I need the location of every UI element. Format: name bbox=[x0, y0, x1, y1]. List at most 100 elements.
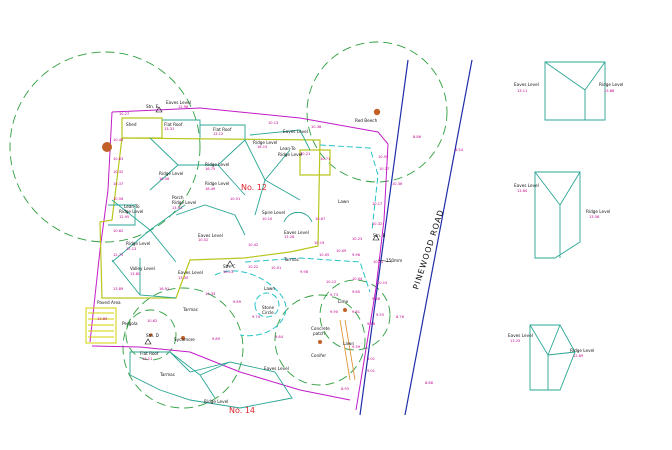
roof-porch bbox=[175, 204, 246, 236]
level-68: 8.93 bbox=[341, 387, 349, 391]
label-right-eaves-1: Eaves Level bbox=[514, 82, 539, 87]
label-tarmac-2: Tarmac bbox=[182, 307, 199, 312]
station-e-marker bbox=[155, 106, 163, 113]
level-40: 13.80 bbox=[130, 272, 141, 276]
level-16: 10.55 bbox=[378, 155, 388, 159]
lean-to-footprint bbox=[299, 149, 331, 176]
label-right-ridge-2: Ridge Level bbox=[586, 209, 610, 214]
label-tarmac-3: Tarmac bbox=[159, 372, 176, 377]
boundary-south bbox=[91, 345, 351, 401]
level-15: 10.71 bbox=[320, 157, 330, 161]
label-right-ridge-3: Ridge Level bbox=[570, 348, 594, 353]
level-72: 8.88 bbox=[425, 381, 434, 385]
level-26: 10.67 bbox=[315, 217, 325, 221]
level-61: 9.55 bbox=[376, 313, 384, 317]
roof-lean-to-east bbox=[249, 129, 311, 151]
level-64: 9.84 bbox=[275, 335, 284, 339]
label-porch-b: Ridge Level bbox=[172, 200, 196, 205]
stone-circle bbox=[254, 292, 280, 318]
level-33: 13.28 bbox=[284, 235, 295, 239]
level-45: 10.33 bbox=[205, 292, 215, 296]
level-38: 12.75 bbox=[113, 253, 123, 257]
roof-hip-main-b bbox=[149, 164, 246, 196]
tree-canopy-large-west bbox=[9, 51, 201, 243]
level-23: 18.49 bbox=[205, 187, 216, 191]
label-eaves-4: Eaves Level bbox=[198, 233, 223, 238]
level-47: 10.01 bbox=[271, 266, 281, 270]
level-52: 13.69 bbox=[97, 317, 108, 321]
label-right-ridge-1: Ridge Level bbox=[599, 82, 623, 87]
level-76: 13.56 bbox=[589, 215, 600, 219]
label-pergola: Pergola bbox=[122, 321, 138, 326]
label-stone-circle-b: Circle bbox=[262, 310, 274, 315]
level-14: 10.21 bbox=[300, 152, 310, 156]
level-67: 9.01 bbox=[367, 369, 375, 373]
level-49: 10.12 bbox=[326, 280, 336, 284]
roof-lean-to-west bbox=[108, 204, 136, 226]
label-ridge-2: Ridge Level bbox=[205, 162, 229, 167]
label-lawn-3: Lawn bbox=[343, 341, 354, 346]
tree-canopy-red-beech bbox=[306, 41, 448, 183]
label-eaves-3: Eaves Level bbox=[284, 230, 309, 235]
station-b-marker bbox=[144, 338, 152, 345]
label-eaves-1: Eaves Level bbox=[166, 100, 191, 105]
boundary-east bbox=[355, 143, 389, 411]
tarmac-curve bbox=[214, 270, 287, 337]
level-79: 13.11 bbox=[142, 357, 152, 361]
paved-area bbox=[85, 307, 117, 344]
label-right-eaves-2: Eaves Level bbox=[514, 183, 539, 188]
level-2: 13.31 bbox=[164, 127, 174, 131]
label-ridge-5: Ridge Level bbox=[126, 241, 150, 246]
level-39: 15.13 bbox=[126, 247, 136, 251]
level-18: 10.62 bbox=[113, 229, 123, 233]
roof-stair-spire bbox=[283, 211, 313, 223]
label-red-beech: Red Beech bbox=[355, 118, 378, 123]
level-25: 10.10 bbox=[262, 217, 273, 221]
label-stn-e: Stn. E bbox=[146, 104, 159, 109]
label-stone-circle-a: Stone bbox=[262, 305, 275, 310]
boundary-north bbox=[111, 107, 389, 145]
label-lean-to-2b: Ridge Level bbox=[119, 209, 143, 214]
tree-canopy-sycamore bbox=[122, 287, 244, 409]
level-1: 10.27 bbox=[119, 112, 129, 116]
level-7: 10.38 bbox=[311, 125, 322, 129]
level-10: 10.32 bbox=[113, 170, 123, 174]
level-74: 13.68 bbox=[604, 89, 615, 93]
level-42: 13.50 bbox=[178, 276, 189, 280]
label-ridge-1: Ridge Level bbox=[253, 140, 277, 145]
roof-hip-east bbox=[244, 139, 301, 216]
house-12-footprint bbox=[99, 137, 321, 299]
roof-flat-1 bbox=[162, 119, 201, 138]
right-house-1-roof bbox=[544, 61, 606, 121]
station-a-marker bbox=[372, 234, 380, 241]
level-63: 9.89 bbox=[212, 337, 221, 341]
level-55: 9.90 bbox=[330, 310, 339, 314]
level-31: 10.09 bbox=[336, 249, 347, 253]
label-lime: Lime bbox=[338, 299, 349, 304]
level-69: 8.86 bbox=[413, 135, 422, 139]
level-35: 10.52 bbox=[198, 238, 208, 242]
label-sycamore: Sycamore bbox=[174, 337, 195, 342]
level-12: 16.56 bbox=[159, 177, 170, 181]
level-13: 10.56 bbox=[113, 197, 124, 201]
level-54: 9.74 bbox=[252, 315, 261, 319]
label-eaves-6: Eaves Level bbox=[264, 366, 289, 371]
label-concrete-a: Concrete bbox=[311, 326, 330, 331]
level-53: 9.89 bbox=[233, 300, 242, 304]
road-name: PINEWOOD ROAD bbox=[411, 208, 445, 290]
level-21: 16.75 bbox=[205, 167, 215, 171]
level-34: 10.42 bbox=[248, 243, 258, 247]
label-flat-roof-3: Flat Roof bbox=[140, 351, 159, 356]
road-kerb-east bbox=[404, 59, 473, 416]
level-51: 10.15 bbox=[377, 281, 387, 285]
label-flat-roof-2: Flat Roof bbox=[213, 127, 232, 132]
level-41: 16.13 bbox=[223, 270, 233, 274]
level-50: 10.04 bbox=[352, 277, 363, 281]
level-17: 12.95 bbox=[119, 215, 129, 219]
level-59: 9.61 bbox=[352, 310, 360, 314]
level-70: 8.54 bbox=[455, 148, 464, 152]
level-29: 10.23 bbox=[352, 237, 362, 241]
tree-canopy-stn-d bbox=[125, 309, 177, 361]
label-lawn-2: Lawn bbox=[264, 286, 275, 291]
level-78: 12.89 bbox=[573, 354, 584, 358]
